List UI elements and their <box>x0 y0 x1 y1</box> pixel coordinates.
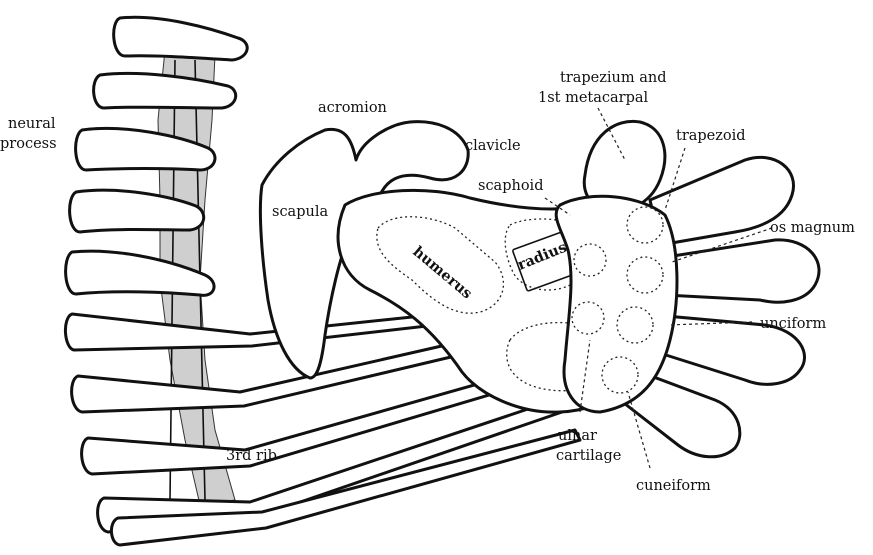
label-trapezium: trapezium and <box>560 70 667 86</box>
label-os-magnum: os magnum <box>770 220 855 236</box>
vertebral-column <box>66 17 248 505</box>
label-acromion: acromion <box>318 100 387 116</box>
label-trapezoid: trapezoid <box>676 128 746 144</box>
label-first-metacarpal: 1st metacarpal <box>538 90 649 106</box>
label-cuneiform: cuneiform <box>636 478 711 494</box>
label-unciform: unciform <box>760 316 826 332</box>
label-cartilage: cartilage <box>556 448 621 464</box>
label-ulnar: ulnar <box>558 428 597 444</box>
label-scaphoid: scaphoid <box>478 178 543 194</box>
digit <box>660 240 819 302</box>
label-third-rib: 3rd rib <box>226 448 277 464</box>
label-process: process <box>0 136 57 152</box>
label-neural: neural <box>8 116 56 132</box>
label-clavicle: clavicle <box>465 138 521 154</box>
neural-process <box>114 17 248 60</box>
rib <box>65 312 462 350</box>
digits <box>556 121 819 456</box>
label-scapula: scapula <box>272 204 328 220</box>
